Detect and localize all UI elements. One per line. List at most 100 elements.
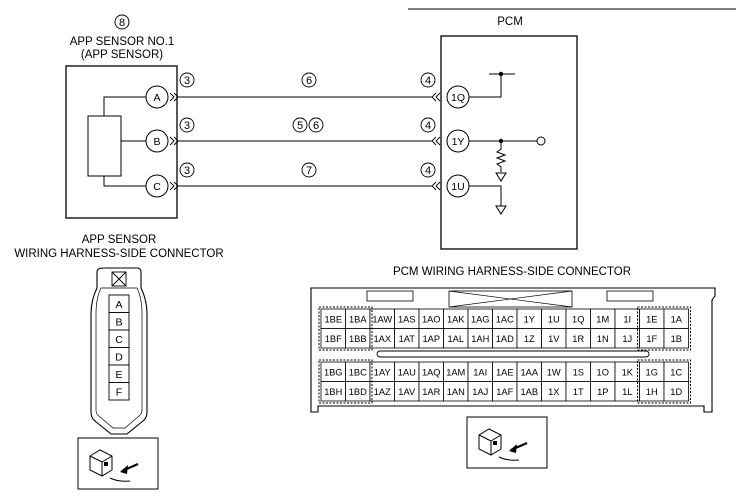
pcm-connector-pin-label: 1A bbox=[671, 314, 683, 324]
pcm-connector-pin-label: 1BA bbox=[349, 314, 367, 324]
pcm-connector-pin-label: 1AU bbox=[398, 367, 416, 377]
app-sensor-lead-a bbox=[103, 96, 146, 116]
pcm-connector-pin-label: 1AP bbox=[422, 334, 440, 344]
app-sensor-block: 8 APP SENSOR NO.1 (APP SENSOR) A B C bbox=[65, 14, 178, 219]
app-terminal-a bbox=[145, 85, 169, 109]
pcm-conn-ref-1 bbox=[420, 72, 436, 88]
pcm-connector-pin-label: 1AL bbox=[447, 334, 464, 344]
pcm-connector-pin-label: 1R bbox=[572, 334, 584, 344]
pcm-connector-pin-label: 1H bbox=[646, 387, 658, 397]
pcm-connector-pin-label: 1AV bbox=[398, 387, 416, 397]
pcm-connector-pin-label: 1BF bbox=[325, 334, 342, 344]
pcm-connector-pin-label: 1AD bbox=[496, 334, 514, 344]
pcm-connector-pin-label: 1AI bbox=[473, 367, 487, 377]
app-connector-title-2: WIRING HARNESS-SIDE CONNECTOR bbox=[14, 248, 223, 260]
pcm-connector-pin-label: 1O bbox=[597, 367, 609, 377]
pcm-connector-pin-label: 1U bbox=[548, 314, 560, 324]
app-terminal-b bbox=[145, 129, 169, 153]
pcm-connector-pin-label: 1AW bbox=[372, 314, 392, 324]
pcm-connector-pin-label: 1AN bbox=[447, 387, 465, 397]
sensor-conn-ref-1-label: 3 bbox=[184, 75, 190, 87]
app-connector-pin-label: C bbox=[115, 334, 123, 346]
pcm-connector-pin-label: 1L bbox=[622, 387, 632, 397]
app-sensor-ref-circle bbox=[114, 14, 130, 30]
sensor-conn-ref-2-label: 3 bbox=[184, 120, 190, 132]
pcm-connector-pin-label: 1AT bbox=[399, 334, 416, 344]
pcm-connector-pin-cell bbox=[663, 381, 689, 402]
pcm-connector-pin-label: 1P bbox=[597, 387, 608, 397]
pcm-connector-pin-label: 1D bbox=[670, 387, 682, 397]
app-connector-pin-label: E bbox=[115, 369, 122, 381]
pcm-connector-pin-label: 1AK bbox=[447, 314, 465, 324]
connector-view-icon bbox=[89, 449, 139, 482]
pcm-connector-pin-label: 1AY bbox=[374, 367, 391, 377]
app-connector-pin-label: B bbox=[115, 316, 122, 328]
pcm-connector-latch-x2 bbox=[448, 290, 573, 308]
app-sensor-ref-number: 8 bbox=[119, 17, 125, 29]
pcm-terminal-1y-label: 1Y bbox=[452, 136, 465, 148]
pcm-connector-pin-label: 1I bbox=[623, 314, 631, 324]
pcm-connector-pin-label: 1AE bbox=[496, 367, 514, 377]
app-connector-title-1: APP SENSOR bbox=[82, 234, 157, 246]
pcm-connector-pin-label: 1S bbox=[573, 367, 584, 377]
pcm-connector-pin-label: 1W bbox=[547, 367, 561, 377]
pcm-connector-pin-label: 1BC bbox=[349, 367, 367, 377]
pcm-1u-circuit bbox=[469, 185, 502, 206]
pcm-1q-junction bbox=[498, 71, 504, 77]
pcm-connector-pin-label: 1AJ bbox=[472, 387, 488, 397]
pcm-connector-pin-label: 1N bbox=[597, 334, 609, 344]
pcm-connector-pin-label: 1BD bbox=[349, 387, 367, 397]
pcm-conn-ref-3-label: 4 bbox=[425, 165, 431, 177]
pcm-connector-housing bbox=[310, 287, 716, 413]
pcm-connector-pin-label: 1AG bbox=[471, 314, 490, 324]
pcm-connector-end-block bbox=[637, 306, 691, 351]
pcm-connector-pin-label: 1BH bbox=[324, 387, 342, 397]
app-connector: APP SENSOR WIRING HARNESS-SIDE CONNECTOR… bbox=[14, 234, 224, 490]
pcm-conn-ref-3 bbox=[420, 162, 436, 178]
wires: 3 3 3 4 4 4 6 5 6 7 bbox=[169, 72, 441, 191]
pcm-connector-pin-label: 1T bbox=[573, 387, 584, 397]
pcm-1y-ground-icon bbox=[495, 172, 507, 182]
pcm-connector-pin-cell bbox=[663, 328, 689, 349]
pcm-connector-pin-label: 1Y bbox=[524, 314, 535, 324]
pcm-connector-pin-label: 1AF bbox=[496, 387, 513, 397]
pcm-connector-pin-label: 1B bbox=[671, 334, 682, 344]
sensor-conn-ref-3 bbox=[179, 162, 195, 178]
app-connector-pin-label: F bbox=[116, 386, 122, 398]
app-connector-pin-f bbox=[108, 382, 130, 401]
app-terminal-c-label: C bbox=[153, 181, 161, 193]
pcm-connector-end-block bbox=[637, 359, 691, 404]
pcm-connector-pin-label: 1M bbox=[596, 314, 609, 324]
pcm-connector-tab-left bbox=[366, 290, 414, 302]
wire-c-ref bbox=[301, 162, 317, 178]
pcm-connector-pin-label: 1AX bbox=[373, 334, 391, 344]
pcm-conn-ref-1-label: 4 bbox=[425, 75, 431, 87]
pcm-side-chevron-3 bbox=[431, 181, 441, 191]
pcm-connector-pin-label: 1K bbox=[622, 367, 634, 377]
pcm-conn-ref-2-label: 4 bbox=[425, 120, 431, 132]
sensor-conn-ref-2 bbox=[179, 117, 195, 133]
app-connector-key-x2 bbox=[111, 271, 127, 287]
pcm-connector-pin-label: 1AR bbox=[422, 387, 440, 397]
sensor-conn-ref-3-label: 3 bbox=[184, 165, 190, 177]
pcm-connector-pin-label: 1V bbox=[548, 334, 560, 344]
pcm-connector-pin-label: 1AH bbox=[471, 334, 489, 344]
pcm-connector-title: PCM WIRING HARNESS-SIDE CONNECTOR bbox=[393, 266, 631, 278]
pcm-connector: PCM WIRING HARNESS-SIDE CONNECTOR 1BE 1BA… bbox=[310, 266, 716, 469]
wire-b-ref-1 bbox=[292, 117, 308, 133]
wire-b-ref-2 bbox=[308, 117, 324, 133]
pcm-connector-end-block bbox=[318, 306, 373, 351]
pcm-connector-pin-label: 1AA bbox=[520, 367, 538, 377]
wire-a-ref bbox=[301, 72, 317, 88]
sensor-conn-ref-1 bbox=[179, 72, 195, 88]
pcm-connector-pin-label: 1AC bbox=[496, 314, 514, 324]
pcm-connector-pin-label: 1BE bbox=[324, 314, 342, 324]
connector-view-icon-pcm bbox=[478, 428, 528, 461]
pcm-connector-pin-label: 1E bbox=[646, 314, 657, 324]
wire-b-ref-1-label: 5 bbox=[297, 120, 303, 132]
pcm-connector-pin-label: 1BG bbox=[324, 367, 343, 377]
pcm-connector-end-block bbox=[318, 359, 373, 404]
pcm-terminal-1u-label: 1U bbox=[451, 181, 464, 193]
